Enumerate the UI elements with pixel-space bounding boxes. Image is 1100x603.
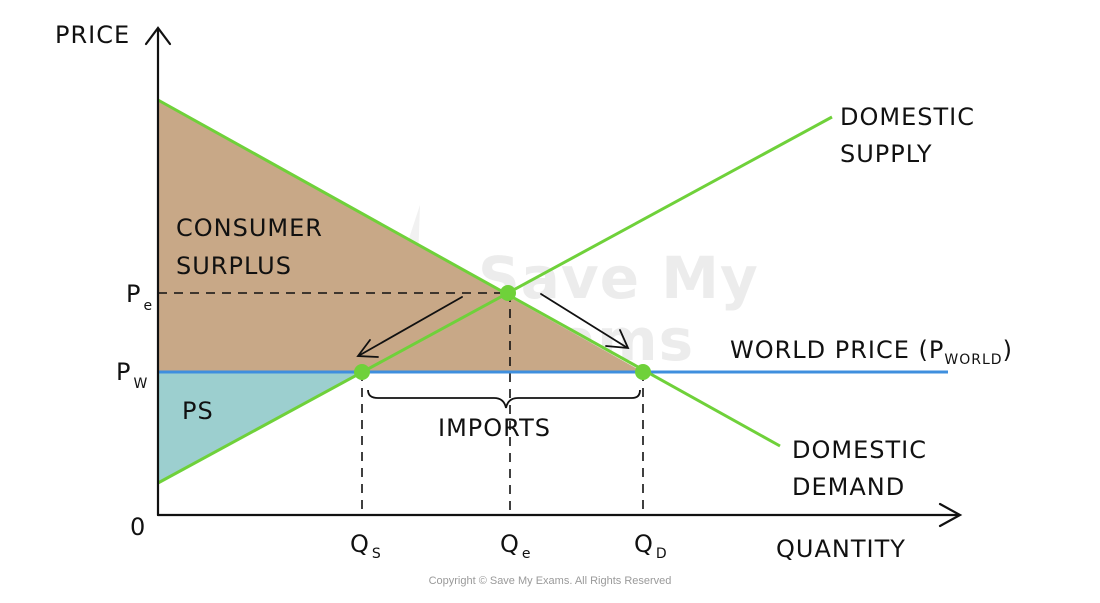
- x-axis-arrow-icon: [938, 502, 963, 528]
- y-axis-label: PRICE: [55, 21, 130, 49]
- guide-lines: [158, 292, 644, 515]
- arrow-to-qd-head-icon: [605, 329, 630, 350]
- pe-label-sub: e: [143, 298, 153, 314]
- imports-label: IMPORTS: [438, 414, 551, 442]
- producer-surplus-label: PS: [182, 397, 214, 425]
- world-price-label: WORLD PRICE (PWORLD): [730, 336, 1013, 368]
- pw-label-sub: W: [133, 376, 148, 392]
- qd-label-main: Q: [634, 530, 654, 558]
- arrow-to-qs: [359, 296, 463, 356]
- consumer-surplus-label-line1: CONSUMER: [176, 214, 323, 242]
- y-axis-arrow-icon: [144, 26, 172, 46]
- watermark-line1: Save My: [478, 244, 759, 312]
- arrow-to-qd: [540, 293, 627, 348]
- world-price-label-close: ): [1003, 336, 1013, 364]
- qe-label-main: Q: [500, 530, 520, 558]
- world-price-label-sub: WORLD: [944, 352, 1002, 368]
- equilibrium-point: [500, 285, 516, 301]
- qd-label-sub: D: [656, 546, 668, 562]
- qs-label-sub: S: [372, 546, 382, 562]
- x-axis-label: QUANTITY: [776, 535, 906, 563]
- movement-arrows: [356, 293, 630, 358]
- demand-curve: [157, 98, 781, 448]
- qd-point: [635, 364, 651, 380]
- copyright-text: Copyright © Save My Exams. All Rights Re…: [429, 575, 672, 587]
- qs-point: [354, 364, 370, 380]
- axes: [144, 26, 963, 528]
- pw-label-main: P: [116, 358, 131, 386]
- qs-label-main: Q: [350, 530, 370, 558]
- world-price-label-main: WORLD PRICE (P: [730, 336, 944, 364]
- demand-label-line1: DOMESTIC: [792, 436, 927, 464]
- consumer-surplus-label-line2: SURPLUS: [176, 252, 292, 280]
- supply-label-line2: SUPPLY: [840, 140, 933, 168]
- arrow-to-qs-head-icon: [356, 339, 379, 358]
- imports-brace: [367, 389, 641, 409]
- supply-label-line1: DOMESTIC: [840, 103, 975, 131]
- pe-label-main: P: [126, 280, 141, 308]
- origin-label: 0: [130, 513, 146, 541]
- qe-label-sub: e: [522, 546, 532, 562]
- supply-curve: [157, 115, 833, 485]
- demand-label-line2: DEMAND: [792, 473, 905, 501]
